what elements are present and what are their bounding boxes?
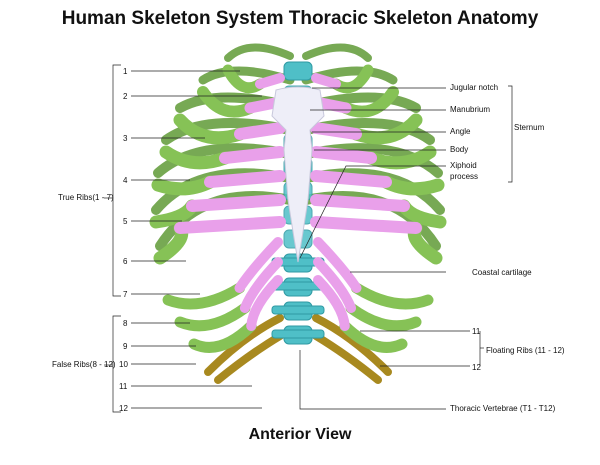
costal-cartilage-3-right <box>310 122 362 140</box>
rib-number-7: 7 <box>123 290 128 299</box>
rib-9-left <box>174 302 251 332</box>
rib-number-5: 5 <box>123 217 128 226</box>
costal-cartilage-7-left <box>174 216 286 234</box>
true-ribs-label: True Ribs(1 - 7) <box>58 193 114 202</box>
costal-cartilage-10-right <box>313 275 350 331</box>
thoracic-vertebrae-label: Thoracic Vertebrae (T1 - T12) <box>450 404 556 413</box>
sternum-shape <box>271 86 325 263</box>
costal-cartilage-9-left <box>239 257 283 313</box>
costal-cartilage-6-right <box>310 194 410 212</box>
costal-cartilage-1-right <box>311 73 341 89</box>
xiphoid-label-line1: Xiphoid <box>450 161 477 170</box>
vertebra-t1 <box>283 61 313 81</box>
rib-8-left <box>162 282 245 310</box>
rib-number-6: 6 <box>123 257 128 266</box>
rib-4-left <box>159 145 232 170</box>
costal-cartilage-4-left <box>219 146 286 164</box>
false-ribs-label: False Ribs(8 - 12) <box>52 360 116 369</box>
rib-number-4: 4 <box>123 176 128 185</box>
rib-1-back-right <box>302 43 372 62</box>
costal-cartilage-5-left <box>204 170 286 188</box>
vertebra-t12-process <box>271 329 325 339</box>
rib-number-2: 2 <box>123 92 128 101</box>
rib-number-right-11: 11 <box>472 327 481 336</box>
rib-5-right <box>379 175 445 196</box>
vertebra-t11-process <box>271 305 325 315</box>
sternum-bone <box>271 86 325 263</box>
costal-cartilage-7-right <box>310 216 422 234</box>
floating-rib-12-left <box>214 332 284 384</box>
costal-cartilage-9-right <box>313 257 357 313</box>
rib-number-1: 1 <box>123 67 128 76</box>
costal-cartilage-5-right <box>310 170 392 188</box>
coastal-cartilage-label: Coastal cartilage <box>472 268 532 277</box>
costal-cartilage-1-left <box>255 73 285 89</box>
floating-ribs <box>204 314 392 384</box>
costal-cartilage-8-left <box>234 237 283 293</box>
xiphoid-label-line2: process <box>450 172 478 181</box>
bracket-sternum <box>508 85 513 183</box>
page-title: Human Skeleton System Thoracic Skeleton … <box>61 8 539 29</box>
leader-xiphoid <box>299 165 446 259</box>
leader-lines <box>104 64 513 413</box>
jugular-notch-label: Jugular notch <box>450 83 498 92</box>
bracket-false-ribs <box>112 315 121 413</box>
rib-8-right <box>351 282 434 310</box>
view-caption: Anterior View <box>248 426 352 443</box>
costal-cartilage-6-left <box>186 194 286 212</box>
angle-label: Angle <box>450 127 471 136</box>
costal-cartilage-8-right <box>313 237 362 293</box>
left-rib-number-labels: 1 2 3 4 5 6 7 8 9 10 11 12 <box>119 67 128 413</box>
rib-1-back-left <box>224 43 294 62</box>
bracket-true-ribs <box>112 64 121 297</box>
rib-3-right <box>349 113 423 145</box>
rib-4-right <box>364 145 437 170</box>
rib-3-left <box>173 113 247 145</box>
rib-5-left <box>151 175 217 196</box>
manubrium-label: Manubrium <box>450 105 490 114</box>
rib-number-9: 9 <box>123 342 128 351</box>
rib-10-left <box>188 320 257 353</box>
floating-rib-11-right <box>312 314 392 376</box>
rib-cage-front <box>149 64 447 353</box>
rib-number-12: 12 <box>119 404 128 413</box>
rib-10-right <box>339 320 408 353</box>
floating-ribs-label: Floating Ribs (11 - 12) <box>486 346 565 355</box>
rib-number-right-12: 12 <box>472 363 481 372</box>
sternum-label: Sternum <box>514 123 545 132</box>
rib-number-10: 10 <box>119 360 128 369</box>
rib-9-right <box>345 302 422 332</box>
costal-cartilage-4-right <box>310 146 377 164</box>
costal-cartilage-10-left <box>246 275 283 331</box>
leader-thoracic-vertebrae <box>299 350 446 410</box>
rib-number-11: 11 <box>119 382 128 391</box>
rib-number-3: 3 <box>123 134 128 143</box>
floating-rib-12-right <box>312 332 382 384</box>
floating-rib-11-left <box>204 314 284 376</box>
costal-cartilage-3-left <box>234 122 286 140</box>
rib-number-8: 8 <box>123 319 128 328</box>
body-label: Body <box>450 145 468 154</box>
